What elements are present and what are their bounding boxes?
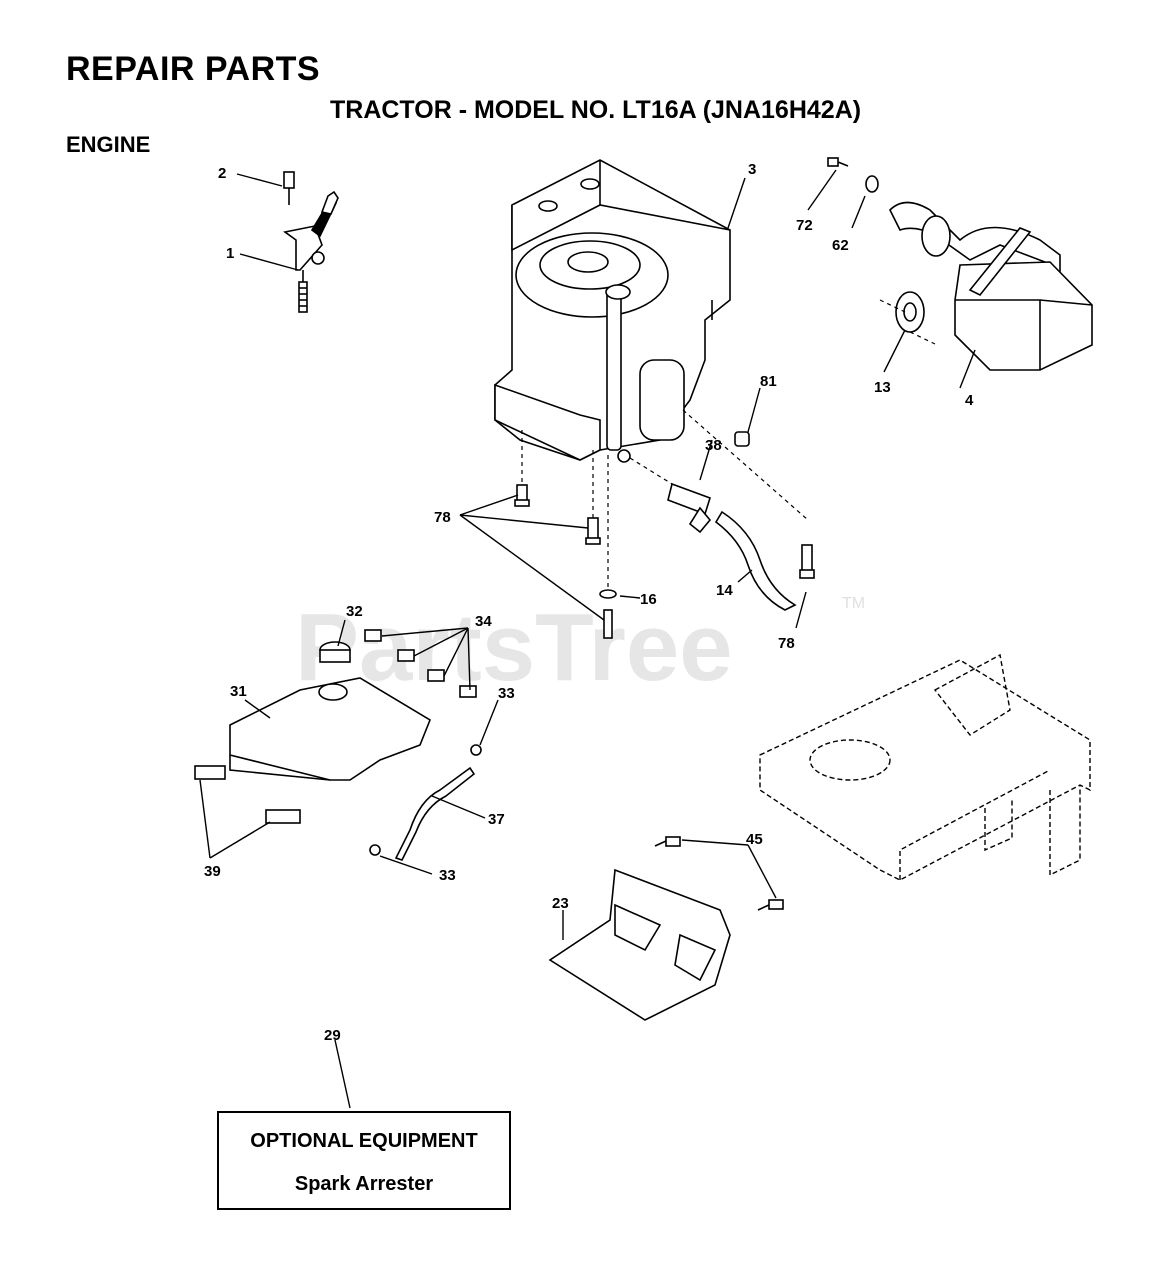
fuel-filter-hose-part bbox=[667, 431, 797, 611]
callout-3: 3 bbox=[748, 161, 756, 178]
callout-62: 62 bbox=[832, 237, 849, 254]
callout-numbers: 2 1 3 72 62 13 4 81 38 78 14 16 78 32 34… bbox=[204, 161, 974, 1044]
watermark-tm: TM bbox=[842, 595, 865, 612]
callout-31: 31 bbox=[230, 683, 247, 700]
muffler-part bbox=[889, 201, 1093, 371]
frame-outline bbox=[759, 653, 1091, 881]
callout-33-top: 33 bbox=[498, 685, 515, 702]
optional-equipment-item: Spark Arrester bbox=[294, 1173, 434, 1195]
callout-32: 32 bbox=[346, 603, 363, 620]
callout-39: 39 bbox=[204, 863, 221, 880]
throttle-control-part bbox=[283, 171, 339, 313]
callout-4: 4 bbox=[965, 392, 974, 409]
optional-equipment-title: OPTIONAL EQUIPMENT bbox=[250, 1130, 478, 1152]
callout-33-bottom: 33 bbox=[439, 867, 456, 884]
optional-equipment-box: OPTIONAL EQUIPMENT Spark Arrester bbox=[217, 1111, 511, 1210]
callout-72: 72 bbox=[796, 217, 813, 234]
leader-lines bbox=[199, 169, 976, 1109]
callout-34: 34 bbox=[475, 613, 492, 630]
callout-13: 13 bbox=[874, 379, 891, 396]
page-title: REPAIR PARTS bbox=[66, 50, 321, 88]
screw-washer-part bbox=[827, 157, 879, 193]
heat-shield-part bbox=[548, 836, 784, 1021]
callout-29: 29 bbox=[324, 1027, 341, 1044]
callout-81: 81 bbox=[760, 373, 777, 390]
callout-78-left: 78 bbox=[434, 509, 451, 526]
callout-23: 23 bbox=[552, 895, 569, 912]
callout-1: 1 bbox=[226, 245, 234, 262]
callout-45: 45 bbox=[746, 831, 763, 848]
callout-2: 2 bbox=[218, 165, 226, 182]
callout-38: 38 bbox=[705, 437, 722, 454]
callout-37: 37 bbox=[488, 811, 505, 828]
fuel-line-part bbox=[369, 744, 482, 861]
section-title: ENGINE bbox=[66, 132, 151, 157]
guide-lines bbox=[521, 299, 936, 590]
callout-14: 14 bbox=[716, 582, 733, 599]
callout-78-right: 78 bbox=[778, 635, 795, 652]
callout-16: 16 bbox=[640, 591, 657, 608]
engine-part bbox=[494, 159, 731, 463]
bolts-part bbox=[514, 484, 815, 639]
model-subtitle: TRACTOR - MODEL NO. LT16A (JNA16H42A) bbox=[330, 96, 862, 124]
